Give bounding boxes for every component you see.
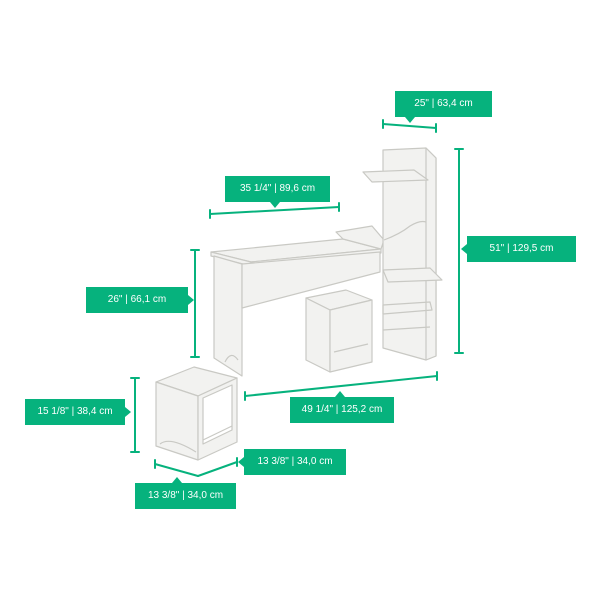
hutch-height-label: 51" | 129,5 cm	[467, 236, 576, 262]
stool-small	[305, 289, 373, 373]
stool-depth-pointer	[238, 457, 244, 467]
overall-width-pointer	[335, 391, 345, 397]
stool-height-pointer	[125, 407, 131, 417]
desk-height-label: 26" | 66,1 cm	[86, 287, 188, 313]
hutch-width-label: 25" | 63,4 cm	[395, 91, 492, 117]
hutch-height-pointer	[461, 244, 467, 254]
stool-height-label: 15 1/8" | 38,4 cm	[25, 399, 125, 425]
hutch	[362, 147, 443, 361]
overall-width-label: 49 1/4" | 125,2 cm	[290, 397, 394, 423]
stool-large	[155, 366, 238, 461]
stool-width-pointer	[172, 477, 182, 483]
hutch-width-pointer	[405, 117, 415, 123]
dimension-lines	[130, 119, 464, 477]
desk-height-pointer	[188, 295, 194, 305]
stool-width-label: 13 3/8" | 34,0 cm	[135, 483, 236, 509]
desk-width-pointer	[270, 202, 280, 208]
desk-width-label: 35 1/4" | 89,6 cm	[225, 176, 330, 202]
stool-depth-label: 13 3/8" | 34,0 cm	[244, 449, 346, 475]
